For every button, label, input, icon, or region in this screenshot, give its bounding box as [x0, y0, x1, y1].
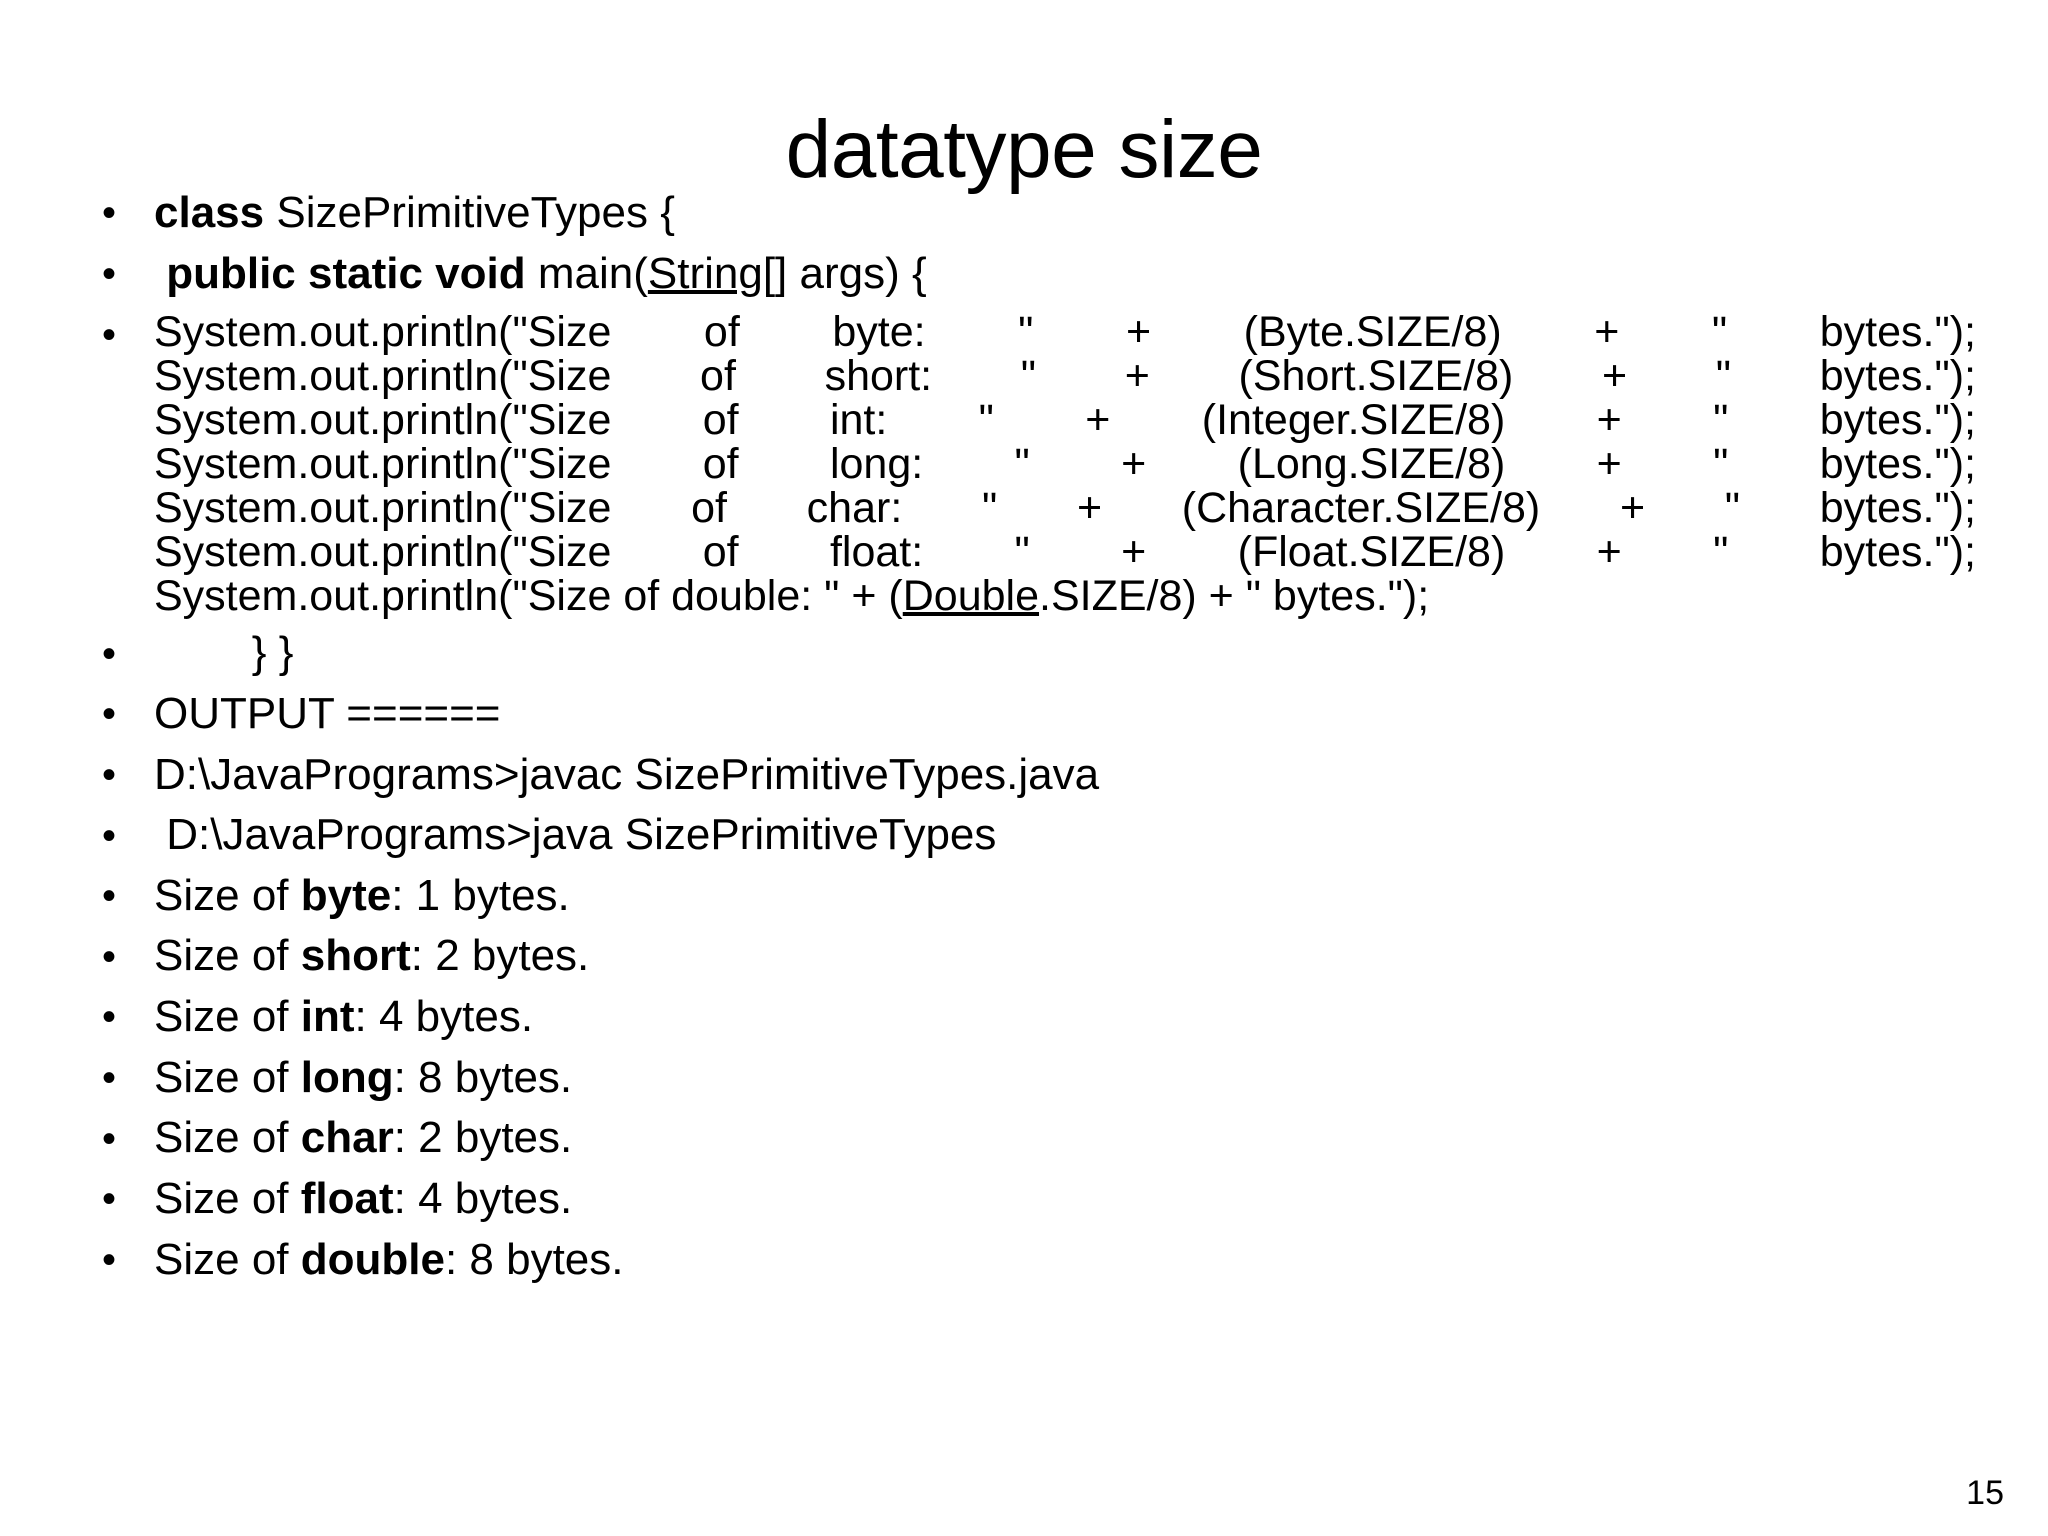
bullet-item-javac-command: • D:\JavaPrograms>javac SizePrimitiveType…: [96, 749, 1976, 799]
bullet-point-icon: •: [102, 191, 117, 236]
text-run: OUTPUT ======: [154, 688, 501, 738]
bullet-item-size-char: • Size of char: 2 bytes.: [96, 1113, 1976, 1163]
bullet-point-icon: •: [102, 312, 117, 357]
bullet-point-icon: •: [102, 1116, 117, 1161]
text-run: D:\JavaPrograms>javac SizePrimitiveTypes…: [154, 749, 1100, 799]
bullet-item-println-block: • System.out.println("Size of byte: " + (…: [96, 311, 1976, 618]
bullet-point-icon: •: [102, 995, 117, 1040]
bullet-item-size-long: • Size of long: 8 bytes.: [96, 1052, 1976, 1102]
text-run: System.out.println("Size of long: " + (L…: [154, 440, 1976, 489]
text-run: Size of: [154, 870, 301, 920]
text-run: : 2 bytes.: [393, 1113, 573, 1163]
text-run: : 8 bytes.: [393, 1052, 573, 1102]
bullet-point-icon: •: [102, 252, 117, 297]
bullet-text: Size of byte: 1 bytes.: [154, 870, 1976, 920]
text-run: Double: [902, 572, 1040, 621]
text-run: System.out.println("Size of float: " + (…: [154, 528, 1976, 577]
text-run: D:\JavaPrograms>java SizePrimitiveTypes: [154, 810, 997, 860]
text-run: double: [300, 1234, 445, 1284]
bullet-text: Size of char: 2 bytes.: [154, 1113, 1976, 1163]
bullet-text: public static void main(String[] args) {: [154, 248, 1976, 298]
text-run: System.out.println("Size of short: " + (…: [154, 352, 1976, 401]
code-line: System.out.println("Size of long: " + (L…: [154, 443, 1976, 486]
bullet-point-icon: •: [102, 934, 117, 979]
bullet-text: D:\JavaPrograms>javac SizePrimitiveTypes…: [154, 749, 1976, 799]
bullet-point-icon: •: [102, 1237, 117, 1282]
page-title: datatype size: [785, 103, 1263, 195]
text-run: float: [300, 1173, 394, 1223]
text-run: Size of: [154, 992, 301, 1041]
bullet-item-output-header: • OUTPUT ======: [96, 688, 1976, 738]
code-line: System.out.println("Size of short: " + (…: [154, 355, 1976, 398]
page-number: 15: [1966, 1474, 2004, 1512]
bullet-item-main-decl: • public static void main(String[] args)…: [96, 248, 1976, 298]
bullet-text: } }: [154, 628, 1976, 678]
code-line: System.out.println("Size of double: " + …: [154, 575, 1976, 618]
bullet-point-icon: •: [102, 692, 117, 737]
text-run: : 4 bytes.: [354, 992, 534, 1041]
bullet-point-icon: •: [102, 752, 117, 797]
bullet-text: Size of short: 2 bytes.: [154, 933, 1976, 980]
text-run: : 4 bytes.: [393, 1173, 573, 1223]
code-line: System.out.println("Size of char: " + (C…: [154, 487, 1976, 530]
text-run: Size of: [154, 1113, 301, 1163]
text-run: .SIZE/8) + " bytes.");: [1039, 572, 1430, 621]
bullet-item-size-float: • Size of float: 4 bytes.: [96, 1173, 1976, 1223]
bullet-text: System.out.println("Size of byte: " + (B…: [154, 311, 1976, 618]
text-run: : 8 bytes.: [444, 1234, 624, 1284]
code-line: System.out.println("Size of float: " + (…: [154, 531, 1976, 574]
text-run: System.out.println("Size of byte: " + (B…: [154, 308, 1976, 357]
bullet-text: Size of long: 8 bytes.: [154, 1052, 1976, 1102]
bullet-point-icon: •: [102, 1056, 117, 1101]
bullet-list: • class SizePrimitiveTypes { • public stat…: [96, 188, 1976, 1297]
bullet-text: class SizePrimitiveTypes {: [154, 188, 1976, 237]
text-run: Size of: [154, 1234, 301, 1284]
bullet-text: Size of double: 8 bytes.: [154, 1234, 1976, 1284]
bullet-point-icon: •: [102, 1177, 117, 1222]
bullet-item-size-byte: • Size of byte: 1 bytes.: [96, 870, 1976, 920]
text-run: long: [300, 1052, 394, 1102]
text-run: : 1 bytes.: [391, 870, 570, 920]
bullet-point-icon: •: [102, 631, 117, 676]
text-run: [] args) {: [762, 248, 927, 298]
text-run: System.out.println("Size of double: " + …: [154, 572, 903, 621]
bullet-item-java-command: • D:\JavaPrograms>java SizePrimitiveType…: [96, 810, 1976, 860]
bullet-item-size-double: • Size of double: 8 bytes.: [96, 1234, 1976, 1284]
text-run: System.out.println("Size of int: " + (In…: [154, 396, 1976, 445]
bullet-item-size-short: • Size of short: 2 bytes.: [96, 933, 1976, 980]
text-run: Size of: [154, 1173, 301, 1223]
bullet-text: OUTPUT ======: [154, 688, 1976, 738]
text-run: public static void: [154, 248, 538, 298]
bullet-text: Size of float: 4 bytes.: [154, 1173, 1976, 1223]
text-run: } }: [154, 628, 294, 678]
code-line: System.out.println("Size of byte: " + (B…: [154, 311, 1976, 354]
code-line: System.out.println("Size of int: " + (In…: [154, 399, 1976, 442]
text-run: : 2 bytes.: [410, 931, 590, 981]
bullet-text: Size of int: 4 bytes.: [154, 992, 1976, 1041]
text-run: int: [300, 992, 355, 1041]
text-run: Size of: [154, 931, 301, 981]
text-run: char: [300, 1113, 394, 1163]
bullet-item-closing-braces: • } }: [96, 628, 1976, 678]
text-run: byte: [300, 870, 392, 920]
text-run: SizePrimitiveTypes {: [276, 188, 675, 237]
bullet-item-class-decl: • class SizePrimitiveTypes {: [96, 188, 1976, 237]
bullet-text: D:\JavaPrograms>java SizePrimitiveTypes: [154, 810, 1976, 860]
text-run: main(: [537, 248, 648, 298]
bullet-item-size-int: • Size of int: 4 bytes.: [96, 992, 1976, 1041]
bullet-point-icon: •: [102, 874, 117, 919]
text-run: class: [154, 188, 277, 237]
bullet-point-icon: •: [102, 813, 117, 858]
text-run: short: [300, 931, 411, 981]
text-run: String: [647, 248, 763, 298]
text-run: Size of: [154, 1052, 301, 1102]
text-run: System.out.println("Size of char: " + (C…: [154, 484, 1976, 533]
